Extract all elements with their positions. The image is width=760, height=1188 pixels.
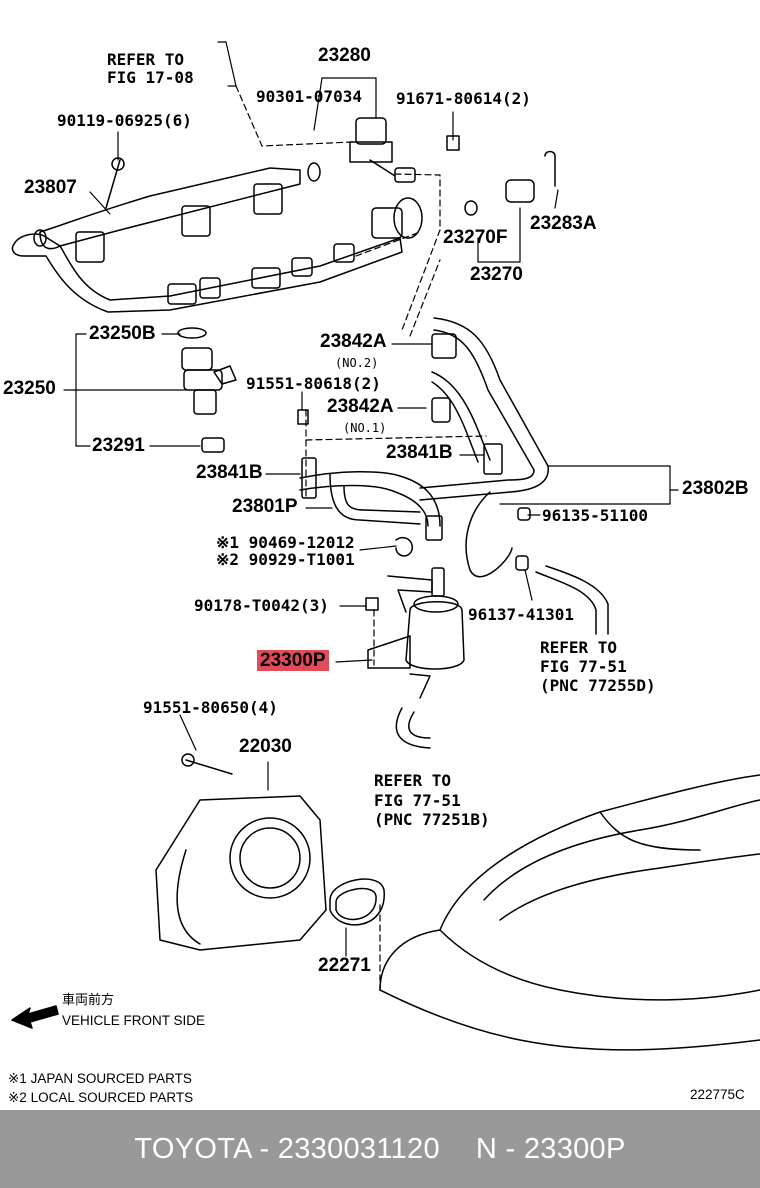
part-90301-07034[interactable]: 90301-07034 (256, 87, 362, 106)
part-90119-06925[interactable]: 90119-06925(6) (57, 111, 192, 130)
part-23270[interactable]: 23270 (470, 264, 523, 285)
diagram-ref-code: 222775C (690, 1087, 745, 1102)
footer-pnc: N - 23300P (475, 1132, 626, 1165)
leader-lines (63, 41, 679, 957)
part-91671-80614[interactable]: 91671-80614(2) (396, 89, 531, 108)
dashed-lines (235, 85, 487, 991)
refer-fig77-51-b-line2[interactable]: FIG 77-51 (374, 791, 461, 810)
part-23842a-no1[interactable]: 23842A (327, 396, 394, 417)
part-96135-51100[interactable]: 96135-51100 (542, 506, 648, 525)
refer-fig77-51-a-line3: (PNC 77255D) (540, 676, 656, 695)
part-23250b[interactable]: 23250B (89, 323, 156, 344)
front-side-en: VEHICLE FRONT SIDE (62, 1013, 206, 1028)
refer-fig77-51-a-line2[interactable]: FIG 77-51 (540, 657, 627, 676)
refer-fig77-51-a-line1: REFER TO (540, 638, 618, 657)
part-23300p-highlighted[interactable]: 23300P (257, 650, 329, 671)
part-23283a[interactable]: 23283A (530, 213, 597, 234)
highlighted-part-label[interactable]: 23300P (257, 650, 329, 671)
part-96137-41301[interactable]: 96137-41301 (468, 605, 574, 624)
footer-part-number: TOYOTA - 2330031120 (134, 1132, 440, 1165)
intake-manifold-shape (379, 774, 760, 1051)
diagram-drawing (11, 41, 760, 1051)
part-90469-12012[interactable]: ※1 90469-12012 (216, 533, 355, 552)
refer-fig17-line1: REFER TO (107, 50, 185, 69)
part-23291[interactable]: 23291 (92, 435, 145, 456)
part-91551-80650[interactable]: 91551-80650(4) (143, 698, 278, 717)
fuel-rail-shape (11, 157, 423, 313)
injector-shape (177, 327, 237, 453)
clips-shape (297, 333, 531, 611)
note-local-sourced: ※2 LOCAL SOURCED PARTS (8, 1090, 194, 1105)
part-23280[interactable]: 23280 (318, 45, 371, 66)
part-22030[interactable]: 22030 (239, 736, 292, 757)
note-japan-sourced: ※1 JAPAN SOURCED PARTS (8, 1071, 192, 1086)
part-23270f[interactable]: 23270F (443, 227, 508, 248)
part-91551-80618[interactable]: 91551-80618(2) (246, 374, 381, 393)
no2-note: (NO.2) (335, 356, 379, 370)
part-23841b-right[interactable]: 23841B (386, 442, 453, 463)
throttle-body-shape (155, 753, 385, 951)
part-23802b[interactable]: 23802B (682, 478, 749, 499)
parts-diagram: REFER TO FIG 17-08 23280 90301-07034 916… (3, 41, 760, 1105)
part-23801p[interactable]: 23801P (232, 496, 298, 517)
part-90929-t1001[interactable]: ※2 90929-T1001 (216, 550, 355, 569)
part-23841b-left[interactable]: 23841B (196, 462, 263, 483)
part-23250[interactable]: 23250 (3, 378, 56, 399)
part-90178-t0042[interactable]: 90178-T0042(3) (194, 596, 329, 615)
pressure-regulator-shape (307, 117, 556, 216)
refer-fig17-line2[interactable]: FIG 17-08 (107, 68, 194, 87)
front-arrow-shape (11, 1005, 59, 1029)
front-side-jp: 車両前方 (62, 992, 115, 1007)
part-23807[interactable]: 23807 (24, 177, 77, 198)
no1-note: (NO.1) (343, 421, 387, 435)
refer-fig77-51-b-line1: REFER TO (374, 771, 452, 790)
part-23842a-no2[interactable]: 23842A (320, 331, 387, 352)
footer-bar: TOYOTA - 2330031120 N - 23300P (0, 1110, 760, 1188)
part-22271[interactable]: 22271 (318, 955, 371, 976)
refer-fig77-51-b-line3: (PNC 77251B) (374, 810, 490, 829)
canister-shape (367, 567, 465, 699)
